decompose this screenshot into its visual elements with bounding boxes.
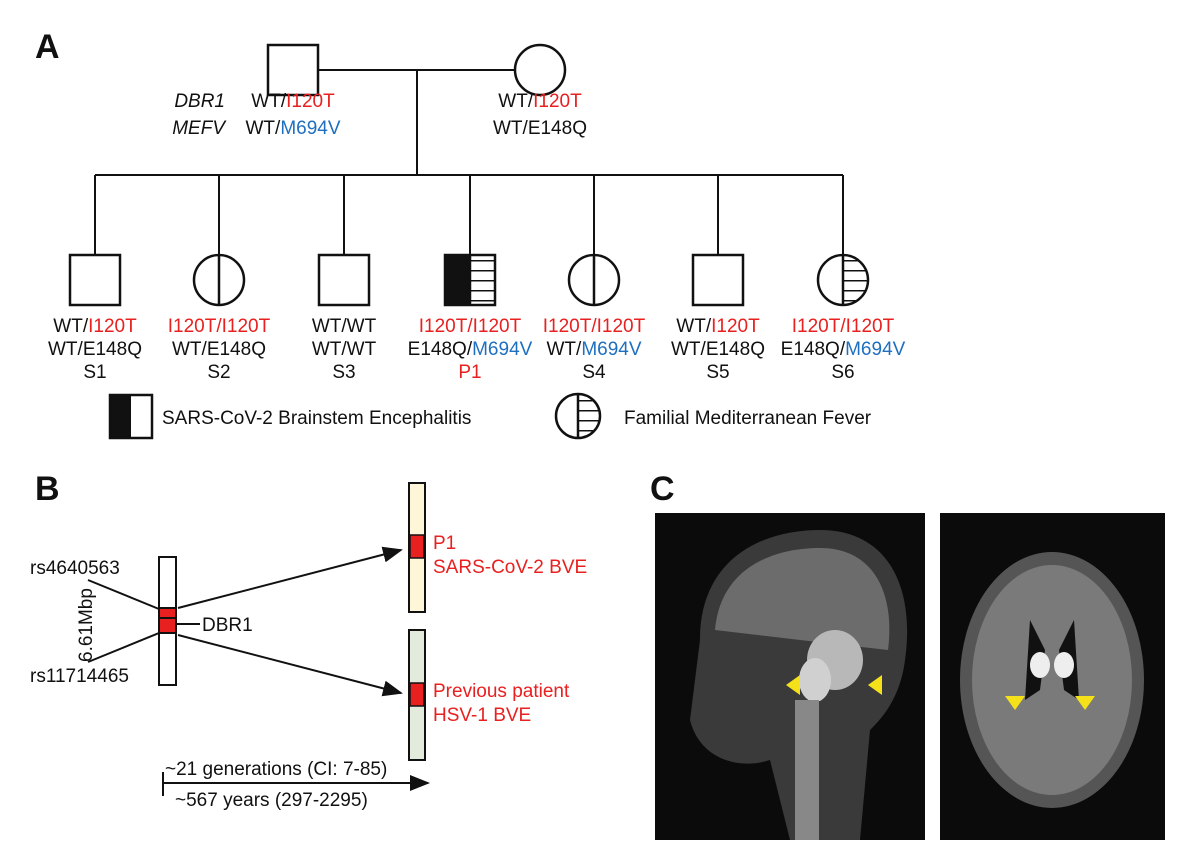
mri-sagittal bbox=[655, 513, 925, 840]
p1-dbr1-region bbox=[409, 534, 425, 559]
lesion-arrowhead bbox=[786, 675, 800, 695]
dbr1-genotype: WT/I120T bbox=[53, 316, 137, 337]
years-label: ~567 years (297-2295) bbox=[175, 790, 368, 811]
mefv-genotype: WT/E148Q bbox=[172, 339, 266, 360]
mefv-genotype: WT/E148Q bbox=[671, 339, 765, 360]
legend-fmf-symbol bbox=[554, 392, 602, 440]
mother-symbol bbox=[513, 43, 567, 97]
individual-id: S5 bbox=[706, 362, 729, 383]
dbr1-genotype: WT/WT bbox=[312, 316, 377, 337]
panel-label-c: C bbox=[650, 470, 675, 508]
mother-dbr1-genotype: WT/I120T bbox=[498, 91, 582, 112]
mefv-genotype: WT/E148Q bbox=[48, 339, 142, 360]
male-symbol bbox=[68, 253, 122, 307]
father-mefv-genotype: WT/M694V bbox=[245, 118, 340, 139]
legend-bve-symbol bbox=[110, 395, 131, 438]
individual-id: S4 bbox=[582, 362, 606, 383]
arrow-to-p1 bbox=[177, 546, 403, 609]
dbr1-genotype: I120T/I120T bbox=[543, 316, 646, 337]
panel-label-b: B bbox=[35, 470, 60, 508]
individual-id: S1 bbox=[83, 362, 106, 383]
pedigree: DBR1 MEFV WT/I120T WT/M694V WT/I120T WT/… bbox=[48, 43, 906, 383]
individual-id: S2 bbox=[207, 362, 230, 383]
mother-mefv-genotype: WT/E148Q bbox=[493, 118, 587, 139]
mefv-genotype: E148Q/M694V bbox=[408, 339, 533, 360]
dbr1-genotype: I120T/I120T bbox=[168, 316, 271, 337]
gene-dbr1-label: DBR1 bbox=[202, 615, 253, 636]
children: WT/I120TWT/E148QS1I120T/I120TWT/E148QS2W… bbox=[48, 175, 906, 383]
marker-bottom: rs11714465 bbox=[30, 666, 129, 687]
prev-label: Previous patient bbox=[433, 681, 570, 702]
mefv-genotype: WT/M694V bbox=[546, 339, 641, 360]
prev-dbr1-region bbox=[409, 682, 425, 707]
marker-top: rs4640563 bbox=[30, 558, 120, 579]
legend-fmf-label: Familial Mediterranean Fever bbox=[624, 408, 872, 429]
prev-disease-label: HSV-1 BVE bbox=[433, 705, 531, 726]
individual-id: S3 bbox=[332, 362, 355, 383]
span-label: 6.61Mbp bbox=[76, 588, 97, 662]
legend: SARS-CoV-2 Brainstem Encephalitis Famili… bbox=[108, 392, 872, 440]
mefv-genotype: E148Q/M694V bbox=[781, 339, 906, 360]
individual-id: S6 bbox=[831, 362, 854, 383]
individual-id: P1 bbox=[458, 362, 481, 383]
male-symbol bbox=[317, 253, 371, 307]
lesion-arrowhead bbox=[1005, 696, 1025, 710]
male-symbol bbox=[691, 253, 745, 307]
gene-label-dbr1: DBR1 bbox=[174, 91, 225, 112]
dbr1-genotype: I120T/I120T bbox=[419, 316, 522, 337]
dbr1-region bbox=[160, 608, 175, 633]
father-symbol bbox=[266, 43, 320, 97]
arrow-to-prev bbox=[177, 634, 403, 697]
dbr1-genotype: I120T/I120T bbox=[792, 316, 895, 337]
lesion-arrowhead bbox=[868, 675, 882, 695]
haplotype-diagram: DBR1 rs4640563 rs11714465 6.61Mbp P1 SAR… bbox=[30, 482, 587, 811]
gene-label-mefv: MEFV bbox=[172, 118, 227, 139]
generations-label: ~21 generations (CI: 7-85) bbox=[165, 759, 387, 780]
father-dbr1-genotype: WT/I120T bbox=[251, 91, 335, 112]
p1-label: P1 bbox=[433, 533, 456, 554]
dbr1-genotype: WT/I120T bbox=[676, 316, 760, 337]
legend-bve-label: SARS-CoV-2 Brainstem Encephalitis bbox=[162, 408, 471, 429]
p1-disease-label: SARS-CoV-2 BVE bbox=[433, 557, 587, 578]
legend-bve-outline bbox=[108, 393, 154, 440]
mri-axial bbox=[940, 513, 1165, 840]
mefv-genotype: WT/WT bbox=[312, 339, 377, 360]
lesion-arrowhead bbox=[1075, 696, 1095, 710]
panel-label-a: A bbox=[35, 28, 60, 66]
